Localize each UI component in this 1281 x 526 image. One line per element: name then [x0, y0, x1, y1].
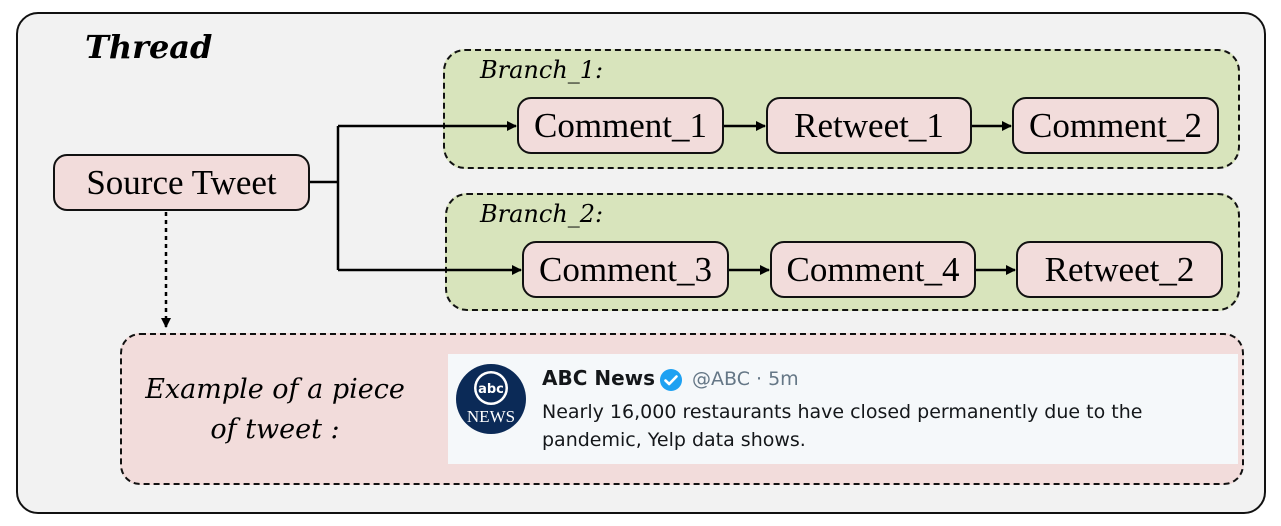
verified-badge-icon [660, 369, 682, 391]
source-tweet-node: Source Tweet [53, 154, 310, 211]
node-retweet-2: Retweet_2 [1016, 241, 1223, 298]
thread-title: Thread [85, 28, 213, 66]
tweet-author[interactable]: ABC News [542, 366, 656, 390]
node-comment-3: Comment_3 [522, 241, 729, 298]
example-label: Example of a piece of tweet : [145, 374, 405, 445]
node-comment-2: Comment_2 [1012, 97, 1219, 154]
node-comment-1: Comment_1 [517, 97, 724, 154]
source-to-branches-connector [310, 121, 522, 275]
node-retweet-1: Retweet_1 [766, 97, 972, 154]
tweet-text: Nearly 16,000 restaurants have closed pe… [542, 401, 1143, 451]
abc-news-avatar: abc NEWS [456, 364, 526, 434]
avatar-caption: NEWS [467, 407, 515, 426]
avatar-logo-text: abc [478, 382, 504, 397]
branch-2-label: Branch_2: [480, 200, 604, 228]
tweet-handle-time[interactable]: @ABC · 5m [692, 368, 799, 390]
tweet-card [448, 354, 1238, 464]
node-comment-4: Comment_4 [770, 241, 976, 298]
branch-1-label: Branch_1: [480, 56, 604, 84]
